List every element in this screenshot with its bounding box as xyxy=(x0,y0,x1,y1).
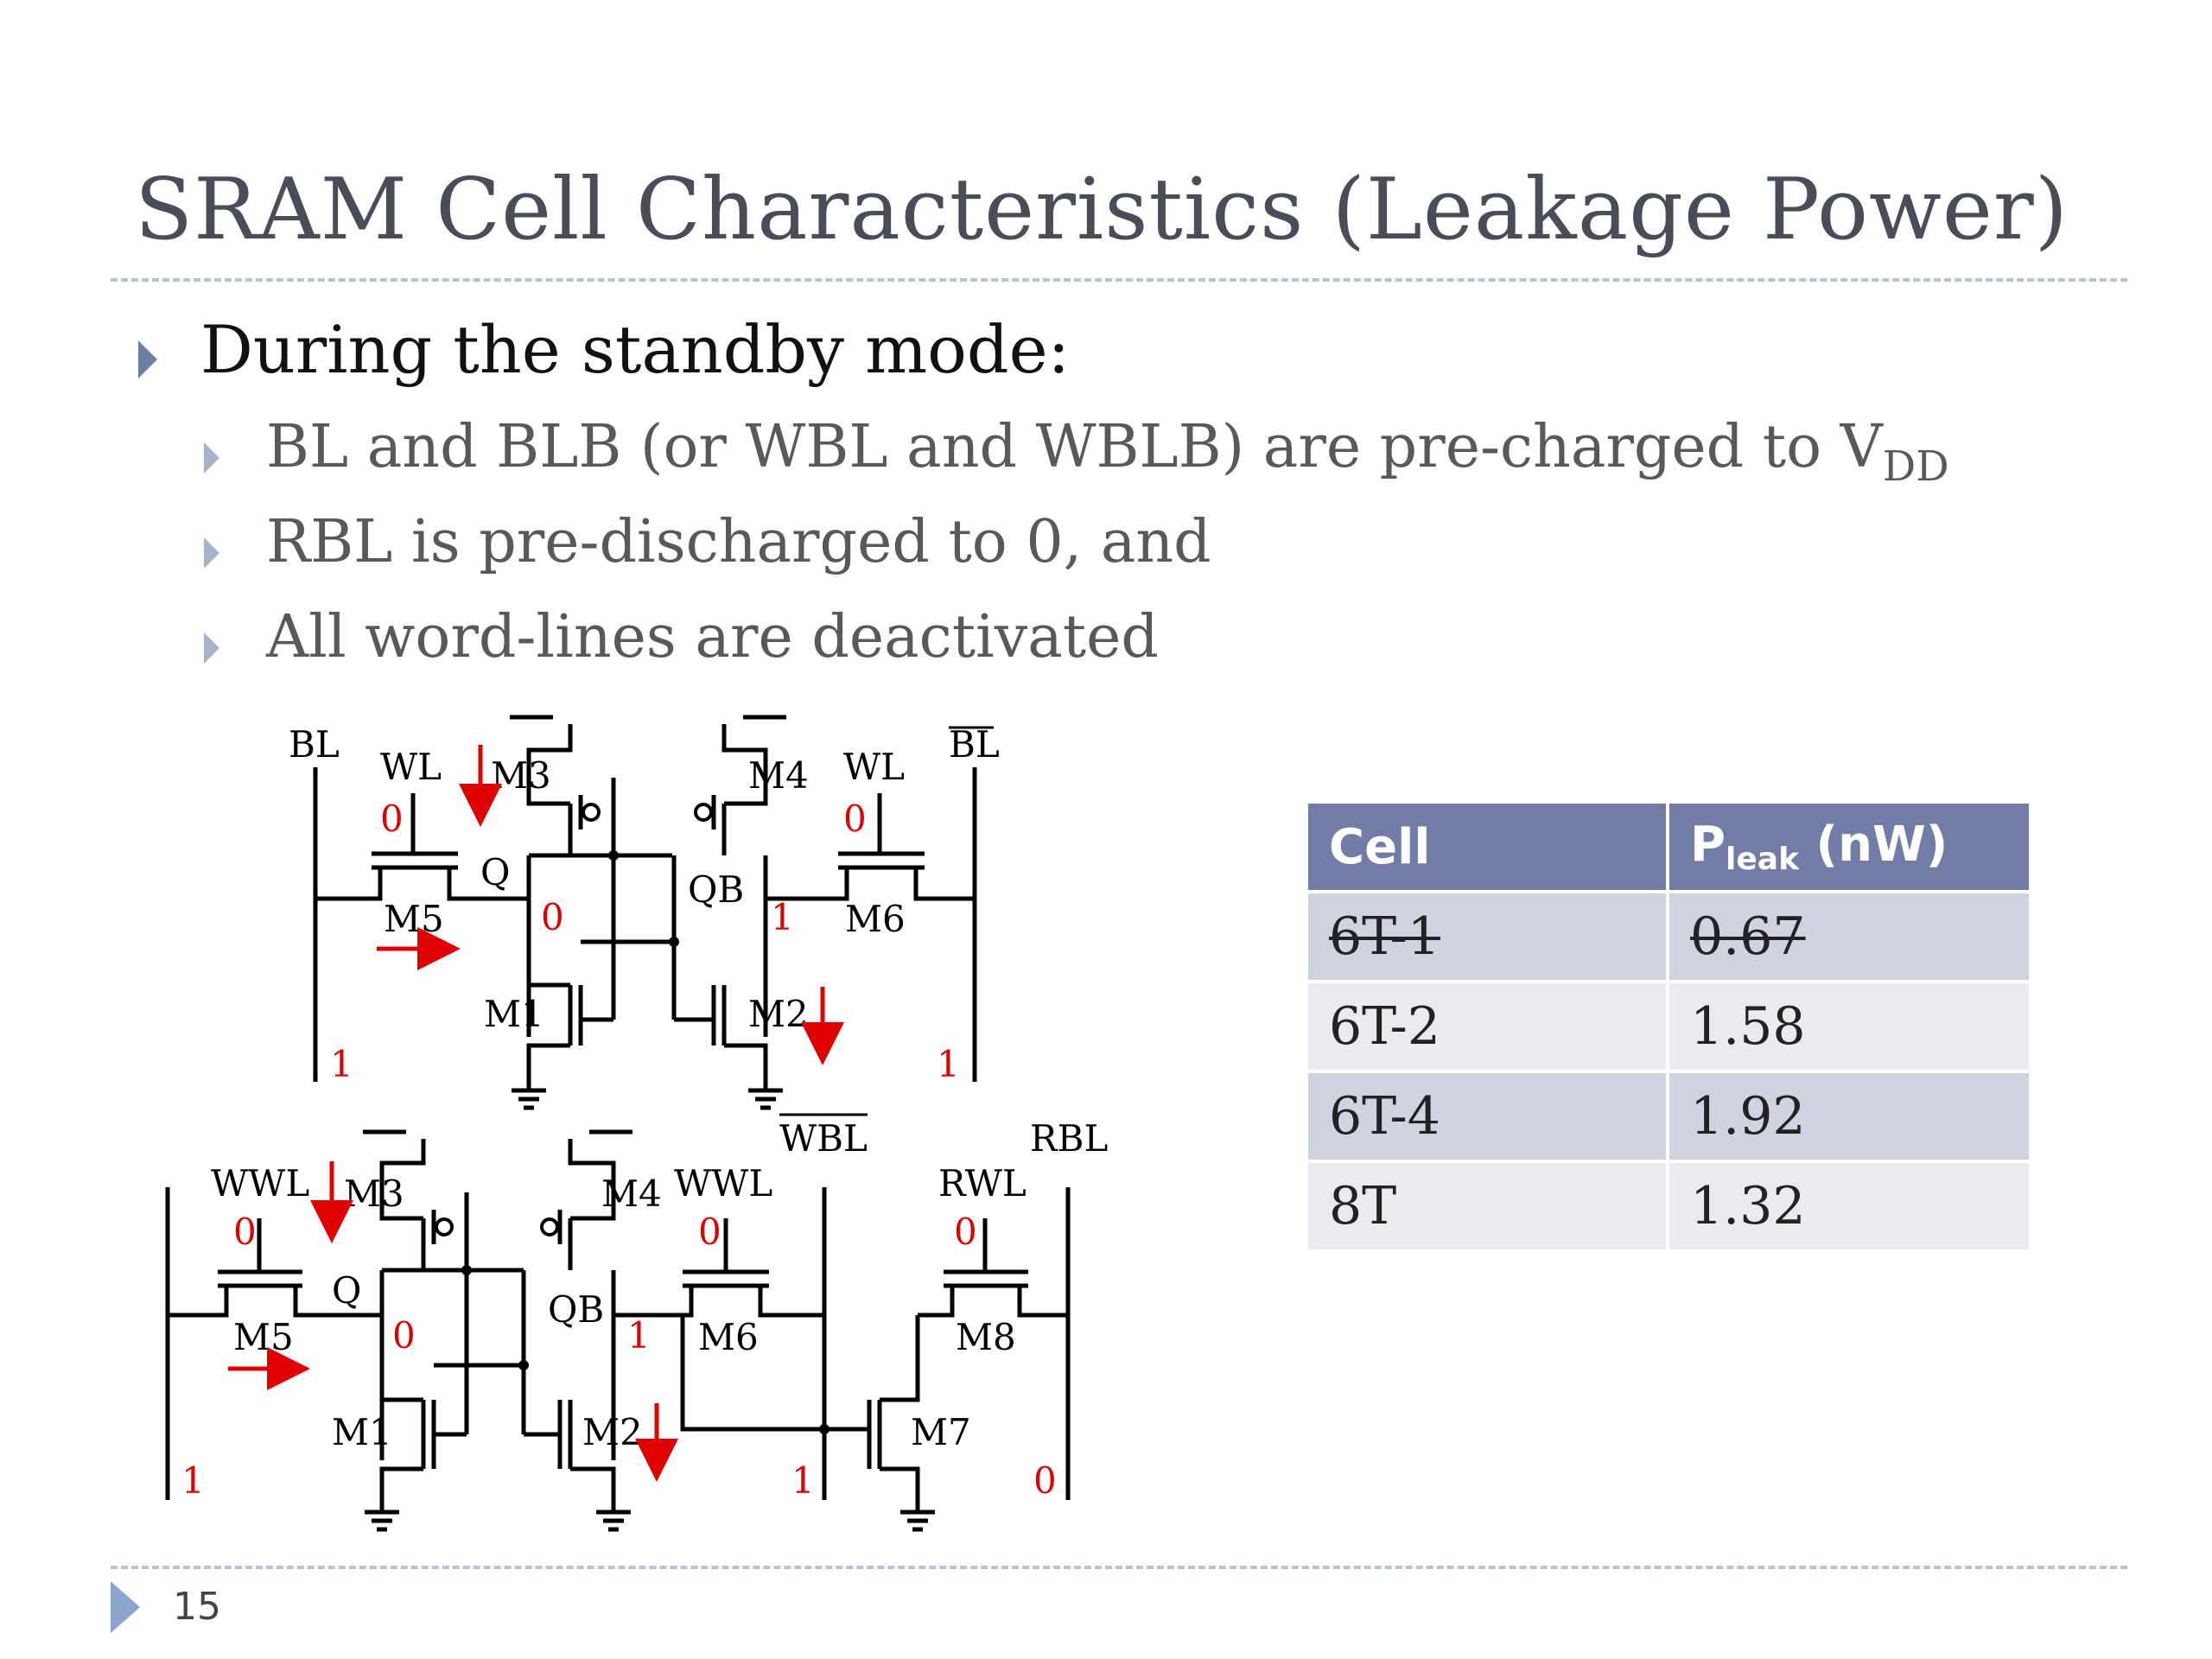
circuit-6t xyxy=(313,715,977,1110)
value-wwl-left: 0 xyxy=(233,1211,257,1253)
value-wwl-right: 0 xyxy=(698,1211,721,1253)
label-blb: BL xyxy=(949,723,1000,766)
label-m6: M6 xyxy=(845,898,906,940)
header-p: P xyxy=(1690,817,1726,873)
cell-value: 1.32 xyxy=(1669,1163,2029,1249)
value-qb: 1 xyxy=(771,896,794,938)
table-row: 8T 1.32 xyxy=(1308,1163,2029,1249)
value-wbl: 1 xyxy=(791,1459,815,1502)
sub-bullet-arrow-icon xyxy=(204,632,219,664)
label-m2: M2 xyxy=(748,993,809,1035)
cell-name: 6T-1 xyxy=(1329,906,1440,967)
cell-name: 6T-2 xyxy=(1308,983,1666,1070)
label-wbl: WBL xyxy=(779,1117,868,1160)
leakage-table: Cell Pleak (nW) 6T-1 0.67 6T-2 1.58 6T-4… xyxy=(1305,800,2032,1253)
label-m3-8t: M3 xyxy=(344,1173,404,1215)
label-m4-8t: M4 xyxy=(601,1173,662,1215)
bullet-main: During the standby mode: xyxy=(200,311,1071,388)
label-m1: M1 xyxy=(484,993,544,1035)
label-m8-8t: M8 xyxy=(956,1316,1016,1358)
sub-bullet-arrow-icon xyxy=(204,442,219,474)
cell-value: 0.67 xyxy=(1690,906,1806,967)
table-header-row: Cell Pleak (nW) xyxy=(1308,804,2029,890)
sub-bullet-arrow-icon xyxy=(204,537,219,569)
label-wwl-right: WWL xyxy=(674,1162,772,1205)
header-unit: (nW) xyxy=(1799,817,1948,873)
label-rwl: RWL xyxy=(938,1162,1027,1205)
value-q-8t: 0 xyxy=(392,1314,416,1357)
label-qb: QB xyxy=(688,868,744,911)
label-m4: M4 xyxy=(748,754,809,797)
value-rwl: 0 xyxy=(954,1211,977,1253)
title-divider xyxy=(111,278,2127,282)
label-rbl: RBL xyxy=(1030,1117,1108,1160)
page-number: 15 xyxy=(173,1585,221,1629)
header-cell: Cell xyxy=(1308,804,1666,890)
cell-value: 1.58 xyxy=(1669,983,2029,1070)
cell-value: 1.92 xyxy=(1669,1073,2029,1160)
value-wl-left: 0 xyxy=(380,798,404,840)
label-m5: M5 xyxy=(384,898,444,940)
value-wl-right: 0 xyxy=(843,798,867,840)
footer-divider xyxy=(111,1566,2127,1569)
circuit-8t xyxy=(165,1129,1071,1532)
label-m3: M3 xyxy=(491,754,551,797)
table-row: 6T-4 1.92 xyxy=(1308,1073,2029,1160)
sub-bullet-1-subscript: DD xyxy=(1882,442,1949,491)
sub-bullet-1-text: BL and BLB (or WBL and WBLB) are pre-cha… xyxy=(266,413,1883,481)
label-wl-left: WL xyxy=(380,746,442,788)
sub-bullet-1: BL and BLB (or WBL and WBLB) are pre-cha… xyxy=(266,413,1949,491)
value-rbl: 0 xyxy=(1033,1459,1057,1502)
label-bl: BL xyxy=(289,723,340,766)
label-m6-8t: M6 xyxy=(698,1316,759,1358)
value-qb-8t: 1 xyxy=(627,1314,651,1357)
value-q: 0 xyxy=(541,896,564,938)
value-bl: 1 xyxy=(330,1043,353,1085)
table-row: 6T-1 0.67 xyxy=(1308,893,2029,980)
value-left-bitline: 1 xyxy=(181,1459,205,1502)
label-m5-8t: M5 xyxy=(233,1316,294,1358)
cell-name: 8T xyxy=(1308,1163,1666,1249)
label-wwl-left: WWL xyxy=(211,1162,309,1205)
slide-title: SRAM Cell Characteristics (Leakage Power… xyxy=(135,161,2069,259)
label-wl-right: WL xyxy=(843,746,905,788)
footer-arrow-icon xyxy=(111,1581,140,1633)
cell-name: 6T-4 xyxy=(1308,1073,1666,1160)
bullet-arrow-icon xyxy=(138,340,157,378)
table-row: 6T-2 1.58 xyxy=(1308,983,2029,1070)
label-m2-8t: M2 xyxy=(582,1411,643,1453)
header-p-sub: leak xyxy=(1726,842,1800,877)
label-qb-8t: QB xyxy=(548,1288,604,1331)
label-m1-8t: M1 xyxy=(332,1411,392,1453)
value-blb: 1 xyxy=(937,1043,960,1085)
sub-bullet-3: All word-lines are deactivated xyxy=(266,603,1159,671)
sub-bullet-2: RBL is pre-discharged to 0, and xyxy=(266,508,1211,576)
label-m7-8t: M7 xyxy=(911,1411,971,1453)
header-pleak: Pleak (nW) xyxy=(1669,804,2029,890)
label-q-8t: Q xyxy=(332,1269,361,1312)
label-q: Q xyxy=(480,851,510,893)
